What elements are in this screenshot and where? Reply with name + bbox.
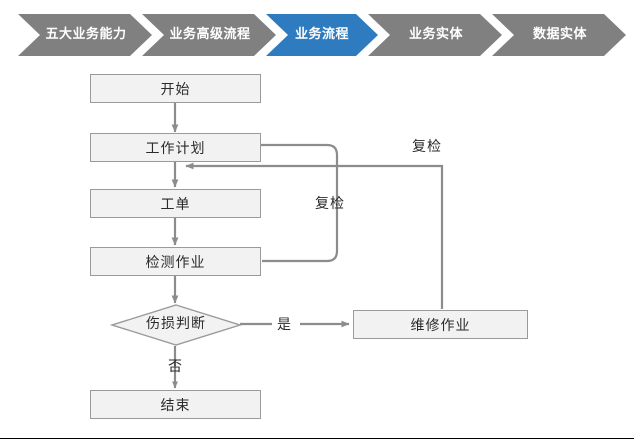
breadcrumb-chevron-5[interactable] — [492, 14, 626, 56]
node-end[interactable]: 结束 — [90, 390, 261, 419]
edge-repair-workplan-recheck — [185, 162, 444, 309]
breadcrumb-chevrons — [18, 14, 626, 56]
edge-label-no: 否 — [168, 359, 183, 375]
edge-label-recheck-inner: 复检 — [315, 196, 345, 212]
breadcrumb: 五大业务能力 业务高级流程 业务流程 业务实体 数据实体 — [0, 14, 634, 56]
breadcrumb-chevron-4[interactable] — [368, 14, 502, 56]
node-inspection[interactable]: 检测作业 — [90, 247, 261, 276]
node-decision[interactable] — [110, 303, 242, 347]
edge-label-yes: 是 — [277, 317, 292, 333]
node-start[interactable]: 开始 — [90, 74, 261, 103]
breadcrumb-chevron-2[interactable] — [142, 14, 276, 56]
node-repair[interactable]: 维修作业 — [353, 310, 528, 339]
edge-inspection-workplan-recheck — [185, 141, 339, 263]
breadcrumb-chevron-3[interactable] — [266, 14, 378, 56]
flowchart: 开始 工作计划 工单 检测作业 维修作业 结束 伤损判断 是 否 复检 复检 — [0, 56, 634, 439]
breadcrumb-chevron-1[interactable] — [18, 14, 152, 56]
node-work-plan[interactable]: 工作计划 — [90, 133, 261, 162]
node-work-order[interactable]: 工单 — [90, 189, 261, 218]
edge-label-recheck-outer: 复检 — [412, 139, 442, 155]
flowchart-connectors — [171, 103, 444, 389]
